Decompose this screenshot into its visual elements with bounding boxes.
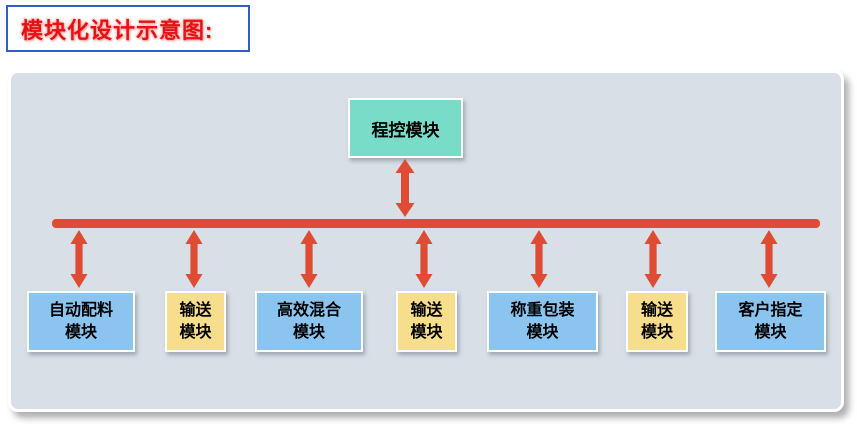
module-box: 高效混合 模块 — [255, 291, 363, 352]
double-arrow-icon — [70, 230, 88, 288]
title-box: 模块化设计示意图: — [6, 5, 250, 52]
bus-line — [52, 219, 820, 228]
module-box: 客户指定 模块 — [715, 291, 826, 352]
page-title: 模块化设计示意图: — [21, 17, 214, 43]
module-label: 输送 模块 — [410, 301, 443, 341]
module-box: 自动配料 模块 — [27, 291, 135, 352]
double-arrow-icon — [395, 159, 415, 217]
module-box: 称重包装 模块 — [487, 291, 598, 352]
diagram-panel: 程控模块 — [8, 70, 844, 412]
double-arrow-icon — [760, 230, 778, 288]
module-box: 输送 模块 — [626, 291, 688, 352]
double-arrow-icon — [300, 230, 318, 288]
module-label: 自动配料 模块 — [48, 301, 113, 341]
module-box: 输送 模块 — [165, 291, 226, 352]
module-label: 输送 模块 — [179, 301, 212, 341]
double-arrow-icon — [530, 230, 548, 288]
double-arrow-icon — [415, 230, 433, 288]
module-label: 称重包装 模块 — [510, 301, 575, 341]
root-module-box: 程控模块 — [348, 98, 463, 158]
module-label: 输送 模块 — [640, 301, 673, 341]
module-label: 高效混合 模块 — [276, 301, 341, 341]
root-module-label: 程控模块 — [371, 120, 440, 140]
module-label: 客户指定 模块 — [738, 301, 803, 341]
double-arrow-icon — [185, 230, 203, 288]
double-arrow-icon — [644, 230, 662, 288]
module-box: 输送 模块 — [396, 291, 457, 352]
